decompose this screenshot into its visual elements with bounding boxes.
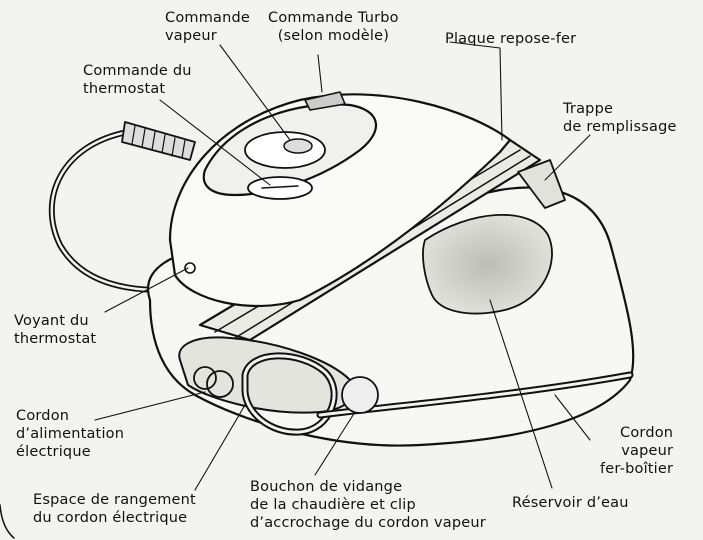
label-voyant-thermostat: Voyant du thermostat [14,313,97,347]
hose-coil-inner [50,130,162,292]
label-reservoir-eau: Réservoir d’eau [512,495,629,511]
label-commande-thermostat: Commande du thermostat [83,63,192,97]
steam-control-button [244,131,326,169]
label-commande-turbo: Commande Turbo (selon modèle) [268,10,399,44]
label-cordon-vapeur: Cordon vapeur fer-boîtier [600,425,674,477]
label-cordon-alimentation: Cordon d’alimentation électrique [16,408,125,460]
water-tank-window [422,213,553,315]
hose-coil-outer [48,129,163,293]
hose-sleeve [121,121,196,161]
label-espace-rangement: Espace de rangement du cordon électrique [33,492,196,526]
label-trappe-remplissage: Trappe de remplissage [563,101,677,135]
turbo-button [304,91,346,111]
label-plaque-repose-fer: Plaque repose-fer [445,31,577,47]
thermostat-light [184,262,196,274]
frame-edge [0,504,15,539]
thermostat-dial [247,176,313,200]
label-bouchon-vidange: Bouchon de vidange de la chaudière et cl… [250,479,486,531]
label-commande-vapeur: Commande vapeur [165,10,251,44]
drain-cap [341,376,379,414]
